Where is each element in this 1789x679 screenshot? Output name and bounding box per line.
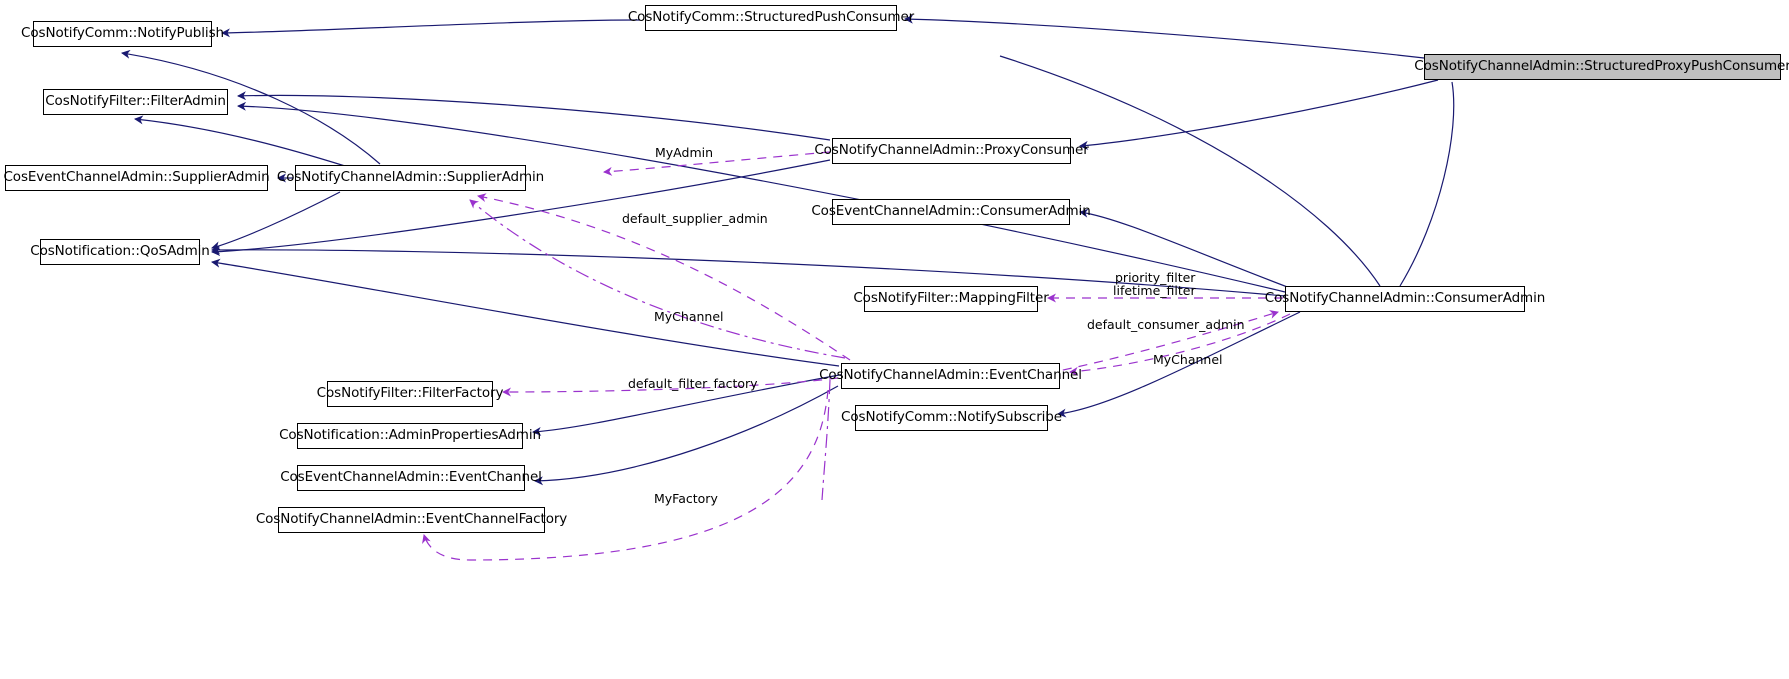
node-coseventchanneladmin-supplieradmin[interactable]: CosEventChannelAdmin::SupplierAdmin	[3, 165, 270, 191]
node-label: CosNotifyChannelAdmin::StructuredProxyPu…	[1414, 58, 1789, 75]
node-label: CosNotifyChannelAdmin::SupplierAdmin	[276, 169, 545, 186]
node-cosnotifychanneladmin-proxyconsumer[interactable]: CosNotifyChannelAdmin::ProxyConsumer	[814, 138, 1089, 164]
node-cosnotifycomm-notifypublish[interactable]: CosNotifyComm::NotifyPublish	[21, 21, 224, 47]
node-cosnotification-adminpropertiesadmin[interactable]: CosNotification::AdminPropertiesAdmin	[279, 423, 541, 449]
node-cosnotifychanneladmin-eventchannel[interactable]: CosNotifyChannelAdmin::EventChannel	[819, 363, 1082, 389]
usage-edges-dashdot	[469, 199, 846, 501]
node-cosnotifychanneladmin-supplieradmin[interactable]: CosNotifyChannelAdmin::SupplierAdmin	[277, 165, 544, 191]
node-cosnotifyfilter-filterfactory[interactable]: CosNotifyFilter::FilterFactory	[317, 381, 503, 407]
node-cosnotification-qosadmin[interactable]: CosNotification::QoSAdmin	[30, 239, 210, 265]
node-label: CosNotifyComm::NotifySubscribe	[841, 409, 1062, 426]
node-cosnotifychanneladmin-eventchannelfactory[interactable]: CosNotifyChannelAdmin::EventChannelFacto…	[256, 507, 567, 533]
edge-label-lifetime-filter: lifetime_filter	[1113, 283, 1196, 298]
node-label: CosNotifyChannelAdmin::EventChannelFacto…	[255, 511, 568, 528]
node-label: CosNotifyComm::StructuredPushConsumer	[627, 9, 915, 26]
node-label: CosNotifyChannelAdmin::EventChannel	[819, 367, 1082, 384]
edge-label-default-consumer-admin: default_consumer_admin	[1087, 317, 1245, 332]
node-label: CosNotifyComm::NotifyPublish	[21, 25, 224, 42]
node-label: CosNotification::QoSAdmin	[30, 243, 210, 260]
edge-label-default-filter-factory: default_filter_factory	[628, 376, 758, 391]
node-coseventchanneladmin-eventchannel[interactable]: CosEventChannelAdmin::EventChannel	[280, 465, 542, 491]
edge-label-myfactory: MyFactory	[654, 491, 718, 506]
node-cosnotifyfilter-filteradmin[interactable]: CosNotifyFilter::FilterAdmin	[43, 89, 228, 115]
node-label: CosNotification::AdminPropertiesAdmin	[279, 427, 541, 444]
node-cosnotifyfilter-mappingfilter[interactable]: CosNotifyFilter::MappingFilter	[853, 286, 1049, 312]
edge-label-myadmin: MyAdmin	[655, 145, 714, 160]
edge-label-mychannel-upper: MyChannel	[654, 309, 724, 324]
edge-label-mychannel-lower: MyChannel	[1153, 352, 1223, 367]
node-label: CosNotifyFilter::FilterAdmin	[45, 93, 226, 110]
node-cosnotifycomm-structuredpushconsumer[interactable]: CosNotifyComm::StructuredPushConsumer	[628, 5, 914, 31]
node-label: CosEventChannelAdmin::ConsumerAdmin	[811, 203, 1091, 220]
node-cosnotifychanneladmin-structuredproxypushconsumer[interactable]: CosNotifyChannelAdmin::StructuredProxyPu…	[1414, 54, 1789, 80]
edge-label-priority-filter: priority_filter	[1115, 270, 1196, 285]
inheritance-edges	[121, 14, 1455, 486]
node-coseventchanneladmin-consumeradmin[interactable]: CosEventChannelAdmin::ConsumerAdmin	[811, 199, 1091, 225]
edge-label-default-supplier-admin: default_supplier_admin	[622, 211, 768, 226]
node-label: CosNotifyChannelAdmin::ProxyConsumer	[814, 142, 1089, 159]
node-label: CosNotifyChannelAdmin::ConsumerAdmin	[1264, 290, 1546, 307]
node-label: CosNotifyFilter::MappingFilter	[853, 290, 1049, 307]
node-label: CosNotifyFilter::FilterFactory	[316, 385, 504, 402]
node-cosnotifychanneladmin-consumeradmin[interactable]: CosNotifyChannelAdmin::ConsumerAdmin	[1265, 286, 1545, 312]
node-cosnotifycomm-notifysubscribe[interactable]: CosNotifyComm::NotifySubscribe	[841, 405, 1062, 431]
node-label: CosEventChannelAdmin::SupplierAdmin	[3, 169, 270, 186]
node-label: CosEventChannelAdmin::EventChannel	[280, 469, 542, 486]
